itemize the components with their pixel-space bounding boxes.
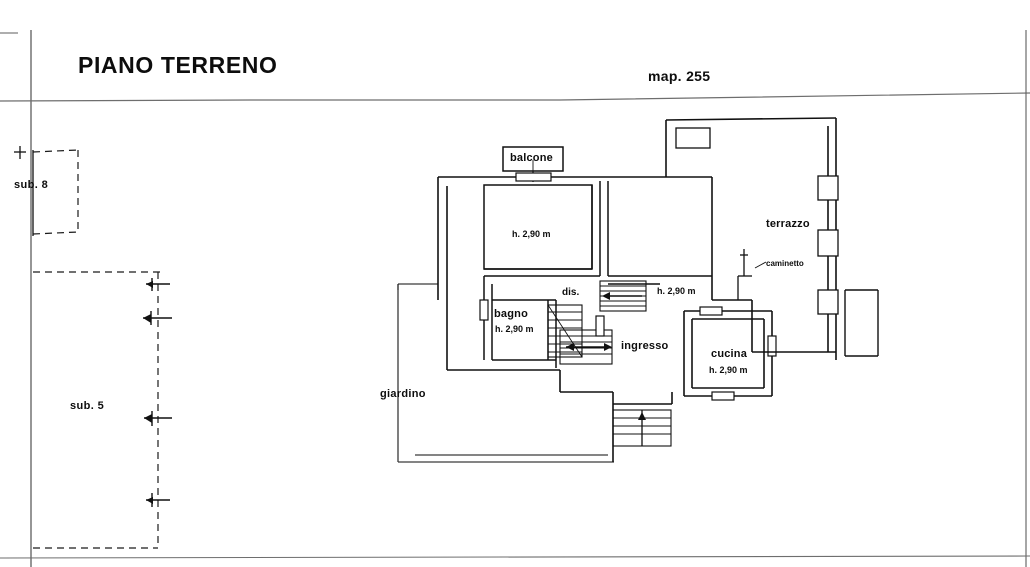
apartment-walls — [437, 176, 713, 462]
sheet-frame — [0, 30, 1030, 567]
site-boundary — [397, 283, 614, 463]
parcel-sub5-boundary — [33, 271, 160, 549]
page-title: PIANO TERRENO — [78, 52, 278, 78]
fireplace-symbol — [737, 249, 767, 300]
parcel-label-sub5: sub. 5 — [70, 400, 105, 412]
balcony-label: balcone — [510, 152, 553, 164]
label-leaders — [397, 160, 534, 290]
hallway-label: dis. — [562, 287, 580, 298]
staircase-middle — [547, 304, 583, 358]
entrance-label: ingresso — [621, 340, 669, 352]
kitchen-height-label: h. 2,90 m — [709, 365, 748, 375]
staircase-upper — [599, 280, 647, 312]
room-camera-walls — [483, 184, 593, 270]
fireplace-label: caminetto — [766, 259, 804, 268]
staircase-upper-direction-arrow — [602, 292, 610, 300]
interior-partitions — [483, 181, 712, 368]
parcel-sub5-arrowheads — [143, 281, 153, 504]
right-annex — [844, 289, 879, 357]
corridor-height-label: h. 2,90 m — [657, 286, 696, 296]
bathroom-height-label: h. 2,90 m — [495, 324, 534, 334]
parcel-sub8-boundary — [32, 149, 79, 235]
kitchen-label: cucina — [711, 348, 748, 360]
bathroom-label: bagno — [494, 308, 528, 320]
parcel-sub8-dimension-ticks — [14, 146, 34, 236]
parcel-label-sub8: sub. 8 — [14, 179, 49, 191]
cucina-window-openings — [699, 306, 777, 401]
map-reference-label: map. 255 — [648, 68, 711, 84]
door-openings — [479, 172, 605, 337]
garden-label: giardino — [380, 388, 426, 400]
terrace-label: terrazzo — [766, 218, 810, 230]
entrance-steps-arrow — [638, 412, 646, 420]
terrace-window-openings — [675, 127, 839, 315]
staircase-lower-direction-arrow — [566, 343, 612, 351]
camera-height-label: h. 2,90 m — [512, 229, 551, 239]
